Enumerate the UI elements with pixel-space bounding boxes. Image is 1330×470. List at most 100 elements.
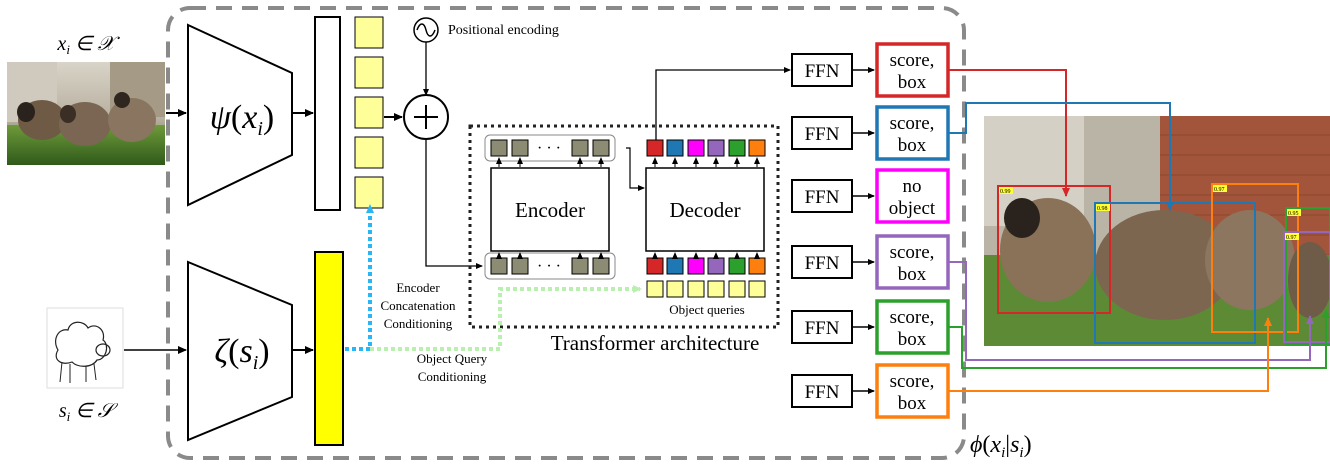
image-backbone-psi bbox=[187, 23, 293, 207]
transformer-box bbox=[468, 124, 780, 329]
detection-score: 0.99 bbox=[1000, 189, 1011, 195]
output-line2: box bbox=[898, 72, 927, 93]
decoder-output-tokens bbox=[646, 139, 766, 157]
output-line2: box bbox=[898, 393, 927, 414]
connector-line bbox=[948, 309, 1330, 369]
connector-line bbox=[948, 261, 1314, 361]
token bbox=[646, 139, 664, 157]
ffn-label: FFN bbox=[805, 187, 840, 208]
output-line1: score, bbox=[890, 50, 935, 71]
output-box bbox=[875, 363, 950, 419]
psi-label: ψ(xi) bbox=[210, 99, 274, 140]
token bbox=[687, 139, 705, 157]
x-input-label: xi ∈ 𝒳 bbox=[56, 33, 120, 57]
token bbox=[687, 280, 705, 298]
token bbox=[748, 139, 766, 157]
score-tag bbox=[1096, 204, 1110, 211]
token bbox=[728, 139, 746, 157]
image-token-column bbox=[354, 16, 384, 209]
token bbox=[707, 280, 725, 298]
input-image-sheep bbox=[7, 62, 165, 165]
image-token bbox=[354, 56, 384, 89]
ffn-label: FFN bbox=[805, 253, 840, 274]
detection-box bbox=[1283, 231, 1330, 343]
score-tag bbox=[1285, 233, 1299, 240]
ffn-block bbox=[791, 245, 853, 279]
token bbox=[728, 257, 746, 275]
phi-label: ϕ(xi|si) bbox=[970, 432, 1032, 461]
connector-line bbox=[948, 69, 1070, 197]
object-queries-label: Object queries bbox=[669, 302, 744, 317]
output-line1: score, bbox=[890, 307, 935, 328]
score-tag bbox=[1213, 185, 1227, 192]
encoder-conditioning-label-1: Encoder bbox=[396, 280, 440, 295]
token bbox=[728, 280, 746, 298]
input-sketch-sheep bbox=[46, 307, 124, 389]
block-io-arrows bbox=[496, 157, 760, 259]
model-boundary bbox=[166, 6, 966, 460]
detection-boxes: 0.990.980.970.950.97 bbox=[997, 183, 1330, 345]
token bbox=[707, 257, 725, 275]
output-line2: box bbox=[898, 329, 927, 350]
score-tag bbox=[999, 187, 1013, 194]
decoder-label: Decoder bbox=[669, 198, 740, 222]
token bbox=[571, 139, 589, 157]
detection-score: 0.95 bbox=[1288, 211, 1299, 217]
token-frame bbox=[484, 252, 616, 280]
token bbox=[748, 257, 766, 275]
token bbox=[646, 257, 664, 275]
decoder-block bbox=[645, 167, 765, 252]
token bbox=[646, 280, 664, 298]
detection-box bbox=[1285, 207, 1330, 345]
object-query-conditioning-label-2: Conditioning bbox=[418, 369, 487, 384]
prediction-heads: FFNscore,boxFFNscore,boxFFNnoobjectFFNsc… bbox=[791, 42, 950, 419]
detection-box bbox=[1211, 183, 1299, 333]
token bbox=[592, 139, 610, 157]
detection-box bbox=[1094, 202, 1256, 344]
output-image-detections bbox=[984, 116, 1330, 346]
token bbox=[511, 139, 529, 157]
encoder-input-tokens: · · · bbox=[484, 252, 616, 280]
ffn-label: FFN bbox=[805, 124, 840, 145]
score-tag bbox=[1287, 209, 1301, 216]
object-query-conditioning-arrow bbox=[370, 285, 642, 351]
encoder-conditioning-label-2: Concatenation bbox=[380, 298, 456, 313]
connector-line bbox=[948, 317, 1272, 392]
sketch-embedding-bar bbox=[314, 251, 344, 446]
output-line1: score, bbox=[890, 113, 935, 134]
output-line1: no bbox=[903, 176, 922, 197]
output-line2: object bbox=[889, 198, 936, 219]
encoder-conditioning-label-3: Conditioning bbox=[384, 316, 453, 331]
ffn-block bbox=[791, 116, 853, 150]
token bbox=[511, 257, 529, 275]
output-line1: score, bbox=[890, 371, 935, 392]
token bbox=[666, 257, 684, 275]
output-box bbox=[875, 42, 950, 98]
image-token bbox=[354, 176, 384, 209]
encoder-label: Encoder bbox=[515, 198, 585, 222]
token bbox=[707, 139, 725, 157]
image-feature-bar bbox=[314, 16, 341, 211]
output-line2: box bbox=[898, 264, 927, 285]
token bbox=[592, 257, 610, 275]
encoder-conditioning-arrow bbox=[345, 204, 374, 351]
sketch-encoder-zeta bbox=[187, 260, 293, 442]
token bbox=[666, 139, 684, 157]
encoder-output-tokens: · · · bbox=[484, 134, 616, 162]
object-query-conditioning-label-1: Object Query bbox=[417, 351, 488, 366]
ffn-label: FFN bbox=[805, 318, 840, 339]
connector-line bbox=[948, 102, 1174, 211]
ffn-label: FFN bbox=[805, 61, 840, 82]
object-query-tokens bbox=[646, 280, 766, 298]
image-token bbox=[354, 136, 384, 169]
transformer-architecture-label: Transformer architecture bbox=[551, 331, 760, 355]
output-connectors bbox=[948, 69, 1330, 392]
ffn-block bbox=[791, 374, 853, 408]
zeta-label: ζ(si) bbox=[214, 333, 269, 374]
token bbox=[666, 280, 684, 298]
token bbox=[748, 280, 766, 298]
image-token bbox=[354, 16, 384, 49]
token bbox=[687, 257, 705, 275]
token-ellipsis: · · · bbox=[537, 140, 561, 157]
